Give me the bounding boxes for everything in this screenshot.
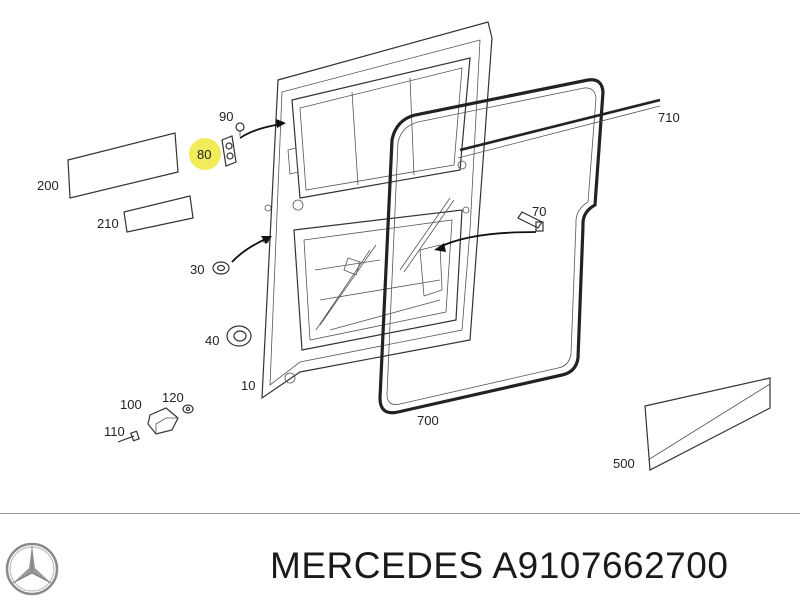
mercedes-star-icon	[5, 542, 59, 596]
label-100: 100	[120, 397, 142, 412]
label-210: 210	[97, 216, 119, 231]
label-700: 700	[417, 413, 439, 428]
film-500	[644, 377, 771, 471]
label-710: 710	[658, 110, 680, 125]
sticker-200	[67, 132, 179, 199]
label-70: 70	[532, 204, 546, 219]
window-channel-strip-edge	[457, 105, 661, 159]
part-title: MERCEDES A9107662700	[270, 545, 728, 587]
label-500: 500	[613, 456, 635, 471]
arrow-heads	[261, 119, 446, 252]
label-90: 90	[219, 109, 233, 124]
sticker-210	[123, 195, 194, 233]
label-30: 30	[190, 262, 204, 277]
label-200: 200	[37, 178, 59, 193]
screw-90	[235, 122, 245, 136]
label-40: 40	[205, 333, 219, 348]
brand-name: MERCEDES	[270, 545, 484, 586]
highlight-80	[189, 138, 221, 170]
screw-110	[117, 430, 140, 443]
window-channel-strip	[459, 98, 661, 152]
part-number: A9107662700	[492, 545, 729, 586]
nut-120	[182, 404, 194, 414]
door-seal-inner	[386, 87, 597, 405]
label-120: 120	[162, 390, 184, 405]
plug-70	[517, 211, 544, 232]
label-80: 80	[197, 147, 211, 162]
bracket-80	[221, 135, 237, 167]
film-500-fold	[647, 383, 771, 461]
door-seal	[378, 78, 605, 415]
label-110: 110	[104, 424, 125, 439]
footer-divider	[0, 513, 800, 514]
grommet-30	[212, 261, 230, 275]
cap-40	[226, 325, 252, 347]
label-10: 10	[241, 378, 255, 393]
switch-100	[147, 407, 179, 435]
door-panel	[261, 21, 493, 400]
